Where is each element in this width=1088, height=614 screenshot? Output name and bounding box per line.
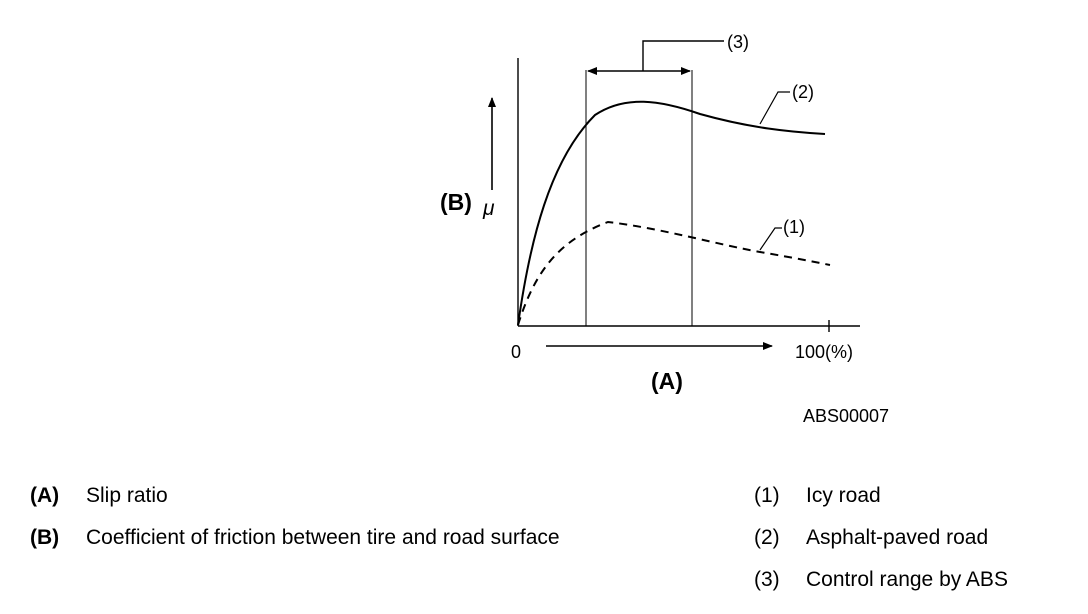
callout-2-label: (2) bbox=[792, 82, 814, 102]
curve-icy-road bbox=[517, 220, 831, 326]
legend-text: Control range by ABS bbox=[806, 568, 1008, 591]
x-axis-key-label: (A) bbox=[651, 368, 683, 394]
legend-text: Asphalt-paved road bbox=[806, 526, 989, 549]
callout-3-label: (3) bbox=[727, 32, 749, 52]
legend-right: (1) Icy road (2) Asphalt-paved road (3) … bbox=[754, 475, 1008, 601]
legend-item-friction-coefficient: (B) Coefficient of friction between tire… bbox=[30, 517, 560, 559]
legend-key: (2) bbox=[754, 526, 780, 549]
legend-item-abs-control-range: (3) Control range by ABS bbox=[754, 559, 1008, 601]
legend-key: (1) bbox=[754, 484, 780, 507]
y-axis-key-label: (B) bbox=[440, 189, 472, 215]
legend-left: (A) Slip ratio (B) Coefficient of fricti… bbox=[30, 475, 560, 559]
callout-3-leader bbox=[642, 40, 724, 71]
legend-key: (A) bbox=[30, 484, 60, 507]
legend-item-icy-road: (1) Icy road bbox=[754, 475, 1008, 517]
legend-item-slip-ratio: (A) Slip ratio bbox=[30, 475, 560, 517]
curve-asphalt-paved-road bbox=[517, 100, 826, 326]
legend-text: Slip ratio bbox=[86, 484, 168, 507]
figure-code: ABS00007 bbox=[803, 406, 889, 426]
callout-1-label: (1) bbox=[783, 217, 805, 237]
legend-text: Icy road bbox=[806, 484, 881, 507]
legend-key: (B) bbox=[30, 526, 60, 549]
legend-item-asphalt-road: (2) Asphalt-paved road bbox=[754, 517, 1008, 559]
x-axis-start-label: 0 bbox=[511, 342, 521, 362]
y-axis-mu-symbol: μ bbox=[482, 197, 495, 220]
legend-key: (3) bbox=[754, 568, 780, 591]
callout-1-leader bbox=[759, 227, 782, 251]
legend-text: Coefficient of friction between tire and… bbox=[86, 526, 560, 549]
callout-2-leader bbox=[759, 91, 790, 125]
x-axis-end-label: 100(%) bbox=[795, 342, 853, 362]
